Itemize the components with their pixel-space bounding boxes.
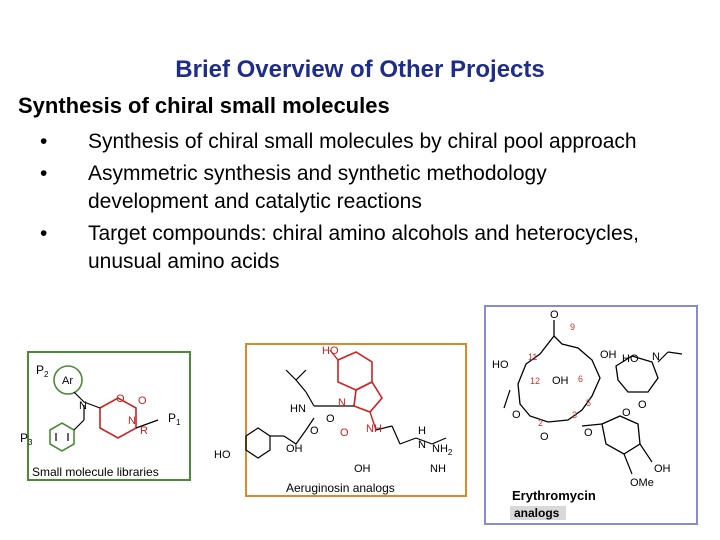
label-o3: O [584,427,593,439]
label-nh: NH [366,423,382,435]
macrolide-ring [517,335,601,423]
bullet-item: • Target compounds: chiral amino alcohols… [40,220,660,276]
phenol-ring [245,427,271,459]
label-p3: P3 [20,431,33,447]
bullet-dot: • [40,130,48,153]
label-n1: N [79,400,87,412]
slide-title: Brief Overview of Other Projects [175,56,545,83]
label-ho-top: HO [322,345,339,357]
library-frame [27,351,191,481]
num-9: 9 [570,322,575,332]
label-ho1: HO [492,359,509,371]
label-p2: P2 [36,363,49,379]
desosamine-ring [615,355,659,393]
aeruginosin-frame [245,343,467,497]
num-2: 2 [538,418,543,428]
label-nh3: NH [430,463,446,475]
label-hn: HN [290,403,306,415]
cladinose-ring [601,415,641,455]
erythromycin-structure-figure: O 9 11 HO OH HO N 12 OH 6 5 O 2 3 O O O … [484,305,698,525]
bullet-dot: • [40,222,48,245]
label-n2: N [128,415,136,427]
label-ar: Ar [62,375,73,387]
erythromycin-caption: Erythromycin [512,488,596,503]
label-o1: O [116,393,125,405]
bullet-text: Asymmetric synthesis and synthetic metho… [88,162,547,213]
label-ho-left: HO [214,449,231,461]
label-oh2: OH [552,375,569,387]
pyrrolidine-ring [353,380,383,413]
label-n2: N [418,439,426,451]
label-oh1: OH [600,349,617,361]
label-o1: O [512,409,521,421]
num-11: 11 [528,352,537,362]
label-n: N [338,397,346,409]
library-caption: Small molecule libraries [32,465,159,479]
num-3: 3 [572,410,577,420]
label-o-top: O [550,309,559,321]
num-12: 12 [530,376,540,386]
label-o2: O [326,413,335,425]
aryl-circle [53,365,83,395]
bullet-text: Synthesis of chiral small molecules by c… [88,130,637,153]
bullet-item: • Synthesis of chiral small molecules by … [40,128,660,156]
label-p1: P1 [168,411,181,427]
aeruginosin-structure-figure: HO N HN O O O NH H N NH2 OH OH NH HO Aer… [214,343,467,497]
analogs-highlight [510,506,566,520]
label-oh2: OH [354,463,371,475]
label-n-amine: N [652,351,660,363]
label-o5: O [638,399,647,411]
label-o2: O [138,395,147,407]
phenyl-ring [49,422,75,452]
label-r: R [140,425,148,437]
bullet-text: Target compounds: chiral amino alcohols … [88,222,639,273]
bullet-item: • Asymmetric synthesis and synthetic meth… [40,160,660,216]
library-structure-figure: P2 Ar N O O N R P1 P3 Small molecule lib… [20,351,191,481]
aeruginosin-caption: Aeruginosin analogs [286,481,395,495]
num-6: 6 [578,374,583,384]
num-5: 5 [586,398,591,408]
erythromycin-caption-2: analogs [514,506,560,520]
label-oh3: OH [654,463,671,475]
label-o2: O [540,431,549,443]
bullet-list: • Synthesis of chiral small molecules by … [40,128,660,280]
label-o4: O [622,407,631,419]
bullet-dot: • [40,162,48,185]
section-heading: Synthesis of chiral small molecules [18,93,390,118]
label-h: H [418,425,426,437]
label-o1: O [310,425,319,437]
label-ome: OMe [630,477,654,489]
erythromycin-frame [484,305,698,525]
label-o3: O [340,427,349,439]
label-nh2: NH2 [432,443,453,457]
label-oh1: OH [286,443,303,455]
label-ho2: HO [622,353,639,365]
